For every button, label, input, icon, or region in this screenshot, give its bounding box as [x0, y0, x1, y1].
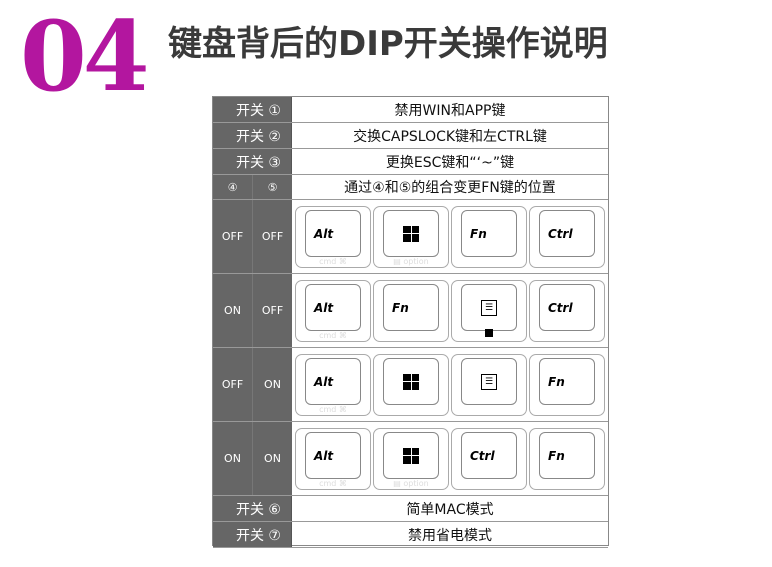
- key-layout: Alt cmd ⌘ ▤ option Fn Ctrl: [292, 200, 608, 273]
- key-label: Alt: [314, 226, 334, 241]
- switch-4-state: ON: [213, 422, 253, 495]
- keycap-face: ☰: [461, 358, 517, 405]
- keycap-face: Ctrl: [539, 210, 595, 257]
- keycap: Fn: [373, 280, 449, 342]
- combo-row: OFF ON Alt cmd ⌘ ☰ Fn: [213, 348, 608, 422]
- key-sublabel: ▤ option: [393, 257, 429, 266]
- switch-label: 开关 ①: [213, 97, 292, 122]
- keycap-face: ☰: [461, 284, 517, 331]
- switch-row: 开关 ③ 更换ESC键和“‘~”键: [213, 149, 608, 175]
- switch-4-state: OFF: [213, 200, 253, 273]
- keycap: [373, 354, 449, 416]
- keycap: ▤ option: [373, 206, 449, 268]
- key-sublabel: cmd ⌘: [319, 405, 347, 414]
- combo-row: ON ON Alt cmd ⌘ ▤ option Ctrl Fn: [213, 422, 608, 496]
- key-label: Ctrl: [548, 226, 573, 241]
- key-layout: Alt cmd ⌘ ☰ Fn: [292, 348, 608, 421]
- windows-icon: [403, 225, 419, 242]
- key-label: Fn: [470, 226, 487, 241]
- switch-5-state: ON: [264, 378, 281, 391]
- switch-state: ON ON: [213, 422, 292, 495]
- keycap-face: Fn: [383, 284, 439, 331]
- keycap: Alt cmd ⌘: [295, 280, 371, 342]
- switch-label: 开关 ⑥: [213, 496, 292, 521]
- key-layout: Alt cmd ⌘ Fn ☰ Ctrl: [292, 274, 608, 347]
- switch-label: 开关 ⑦: [213, 522, 292, 547]
- switch-4-label: ④: [213, 175, 253, 199]
- switch-description: 禁用WIN和APP键: [394, 102, 506, 119]
- keycap-face: [383, 358, 439, 405]
- switch-state: ON OFF: [213, 274, 292, 347]
- key-sublabel: cmd ⌘: [319, 257, 347, 266]
- switch-row: 开关 ② 交换CAPSLOCK键和左CTRL键: [213, 123, 608, 149]
- dip-switch-table: 开关 ① 禁用WIN和APP键开关 ② 交换CAPSLOCK键和左CTRL键开关 ③…: [212, 96, 609, 548]
- key-label: Fn: [548, 448, 565, 463]
- key-label: Fn: [548, 374, 565, 389]
- keycap: Alt cmd ⌘: [295, 206, 371, 268]
- keycap-face: Alt: [305, 210, 361, 257]
- switch-4-state: ON: [213, 274, 253, 347]
- keycap-face: Ctrl: [461, 432, 517, 479]
- keycap-face: Alt: [305, 358, 361, 405]
- windows-icon: [403, 373, 419, 390]
- switch-5-state: OFF: [261, 304, 284, 317]
- keycap: Alt cmd ⌘: [295, 428, 371, 490]
- section-number: 04: [20, 0, 150, 113]
- switch-label: 开关 ③: [213, 149, 292, 174]
- keycap-face: Fn: [539, 432, 595, 479]
- keycap: Fn: [529, 354, 605, 416]
- keycap: ☰: [451, 354, 527, 416]
- switch-row: 开关 ⑥ 简单MAC模式: [213, 496, 608, 522]
- windows-small-icon: [485, 329, 493, 337]
- switch-description: 更换ESC键和“‘~”键: [385, 154, 515, 171]
- switch-description: 交换CAPSLOCK键和左CTRL键: [353, 128, 547, 145]
- switch-row: 开关 ① 禁用WIN和APP键: [213, 97, 608, 123]
- key-label: Alt: [314, 448, 334, 463]
- keycap: Ctrl: [451, 428, 527, 490]
- switch-label: 开关 ②: [213, 123, 292, 148]
- switch-state: OFF ON: [213, 348, 292, 421]
- windows-icon: [403, 447, 419, 464]
- key-label: Alt: [314, 300, 334, 315]
- menu-key-icon: ☰: [481, 373, 497, 390]
- keycap-face: [383, 210, 439, 257]
- keycap: ☰: [451, 280, 527, 342]
- keycap: Fn: [529, 428, 605, 490]
- keycap-face: [383, 432, 439, 479]
- switch-4-state: OFF: [213, 348, 253, 421]
- keycap: Ctrl: [529, 206, 605, 268]
- key-layout: Alt cmd ⌘ ▤ option Ctrl Fn: [292, 422, 608, 495]
- combo-row: OFF OFF Alt cmd ⌘ ▤ option Fn Ctrl: [213, 200, 608, 274]
- keycap-face: Alt: [305, 284, 361, 331]
- key-sublabel: cmd ⌘: [319, 479, 347, 488]
- key-sublabel: cmd ⌘: [319, 331, 347, 340]
- switch-5-state: OFF: [261, 230, 284, 243]
- switch-row: 开关 ⑦ 禁用省电模式: [213, 522, 608, 548]
- keycap-face: Alt: [305, 432, 361, 479]
- switch-5-state: ON: [264, 452, 281, 465]
- keycap-face: Ctrl: [539, 284, 595, 331]
- menu-key-icon: ☰: [481, 299, 497, 316]
- switch-5-label: ⑤: [267, 180, 278, 194]
- keycap: Fn: [451, 206, 527, 268]
- keycap-face: Fn: [539, 358, 595, 405]
- switch-description: 禁用省电模式: [408, 527, 492, 544]
- key-label: Alt: [314, 374, 334, 389]
- key-label: Fn: [392, 300, 409, 315]
- keycap: ▤ option: [373, 428, 449, 490]
- keycap-face: Fn: [461, 210, 517, 257]
- switch-description: 简单MAC模式: [406, 501, 494, 518]
- key-label: Ctrl: [548, 300, 573, 315]
- combo-row: ON OFF Alt cmd ⌘ Fn ☰ Ctrl: [213, 274, 608, 348]
- key-label: Ctrl: [470, 448, 495, 463]
- page-title: 键盘背后的DIP开关操作说明: [168, 24, 608, 64]
- switch-state: OFF OFF: [213, 200, 292, 273]
- key-sublabel: ▤ option: [393, 479, 429, 488]
- switch-description: 通过④和⑤的组合变更FN键的位置: [344, 180, 556, 196]
- keycap: Ctrl: [529, 280, 605, 342]
- keycap: Alt cmd ⌘: [295, 354, 371, 416]
